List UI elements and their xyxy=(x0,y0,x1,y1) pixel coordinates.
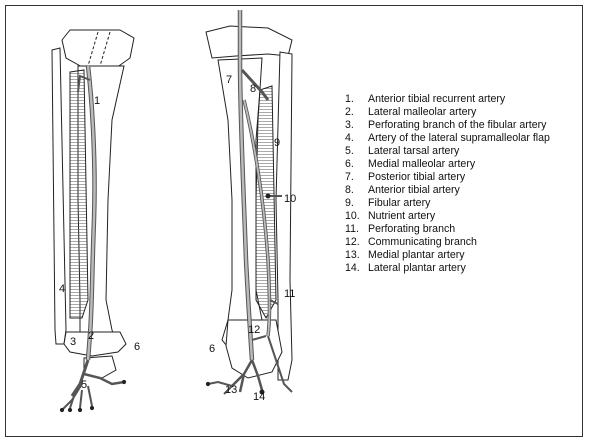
legend-item: 5.Lateral tarsal artery xyxy=(345,145,575,158)
legend-number: 14. xyxy=(345,262,368,275)
left-leg-illustration xyxy=(52,30,134,412)
legend-number: 6. xyxy=(345,158,368,171)
legend-label: Anterior tibial recurrent artery xyxy=(368,93,575,106)
legend-item: 14.Lateral plantar artery xyxy=(345,262,575,275)
legend-item: 4.Artery of the lateral supramalleolar f… xyxy=(345,132,575,145)
legend-number: 5. xyxy=(345,145,368,158)
legend-number: 2. xyxy=(345,106,368,119)
legend-item: 6.Medial malleolar artery xyxy=(345,158,575,171)
callout-2-left: 2 xyxy=(88,330,94,342)
legend-item: 1.Anterior tibial recurrent artery xyxy=(345,93,575,106)
artery-legend: 1.Anterior tibial recurrent artery 2.Lat… xyxy=(345,93,575,275)
right-interosseous-membrane xyxy=(256,86,276,318)
legend-label: Perforating branch of the fibular artery xyxy=(368,119,575,132)
legend-label: Medial malleolar artery xyxy=(368,158,575,171)
legend-item: 9.Fibular artery xyxy=(345,197,575,210)
legend-item: 7.Posterior tibial artery xyxy=(345,171,575,184)
legend-number: 8. xyxy=(345,184,368,197)
callout-6-left: 6 xyxy=(134,341,140,353)
right-leg-illustration xyxy=(206,10,292,394)
callout-14-right: 14 xyxy=(253,391,265,403)
legend-label: Medial plantar artery xyxy=(368,249,575,262)
legend-label: Lateral tarsal artery xyxy=(368,145,575,158)
left-fibula xyxy=(52,48,66,344)
legend-item: 12.Communicating branch xyxy=(345,236,575,249)
legend-label: Fibular artery xyxy=(368,197,575,210)
legend-label: Lateral plantar artery xyxy=(368,262,575,275)
legend-number: 3. xyxy=(345,119,368,132)
legend-item: 13.Medial plantar artery xyxy=(345,249,575,262)
legend-item: 11.Perforating branch xyxy=(345,223,575,236)
legend-label: Perforating branch xyxy=(368,223,575,236)
callout-13-right: 13 xyxy=(225,384,237,396)
legend-number: 9. xyxy=(345,197,368,210)
callout-10-right: 10 xyxy=(284,193,296,205)
legend-label: Communicating branch xyxy=(368,236,575,249)
legend-label: Lateral malleolar artery xyxy=(368,106,575,119)
callout-5-left: 5 xyxy=(81,379,87,391)
legend-number: 10. xyxy=(345,210,368,223)
legend-number: 7. xyxy=(345,171,368,184)
right-tibia-head xyxy=(206,26,292,58)
legend-label: Artery of the lateral supramalleolar fla… xyxy=(368,132,575,145)
legend-item: 3.Perforating branch of the fibular arte… xyxy=(345,119,575,132)
legend-label: Nutrient artery xyxy=(368,210,575,223)
legend-number: 11. xyxy=(345,223,368,236)
legend-label: Anterior tibial artery xyxy=(368,184,575,197)
legend-number: 13. xyxy=(345,249,368,262)
callout-11-right: 11 xyxy=(284,288,295,300)
legend-label: Posterior tibial artery xyxy=(368,171,575,184)
legend-item: 2.Lateral malleolar artery xyxy=(345,106,575,119)
callout-8-right: 8 xyxy=(250,83,256,95)
callout-6-right: 6 xyxy=(209,343,215,355)
legend-item: 10.Nutrient artery xyxy=(345,210,575,223)
callout-4-left: 4 xyxy=(59,283,65,295)
callout-7-right: 7 xyxy=(226,74,232,86)
callout-1-left: 1 xyxy=(94,95,100,107)
callout-3-left: 3 xyxy=(70,336,76,348)
callout-12-right: 12 xyxy=(248,324,260,336)
legend-number: 4. xyxy=(345,132,368,145)
legend-number: 1. xyxy=(345,93,368,106)
callout-9-right: 9 xyxy=(274,137,280,149)
legend-number: 12. xyxy=(345,236,368,249)
legend-item: 8.Anterior tibial artery xyxy=(345,184,575,197)
left-tibia-head xyxy=(62,30,134,68)
